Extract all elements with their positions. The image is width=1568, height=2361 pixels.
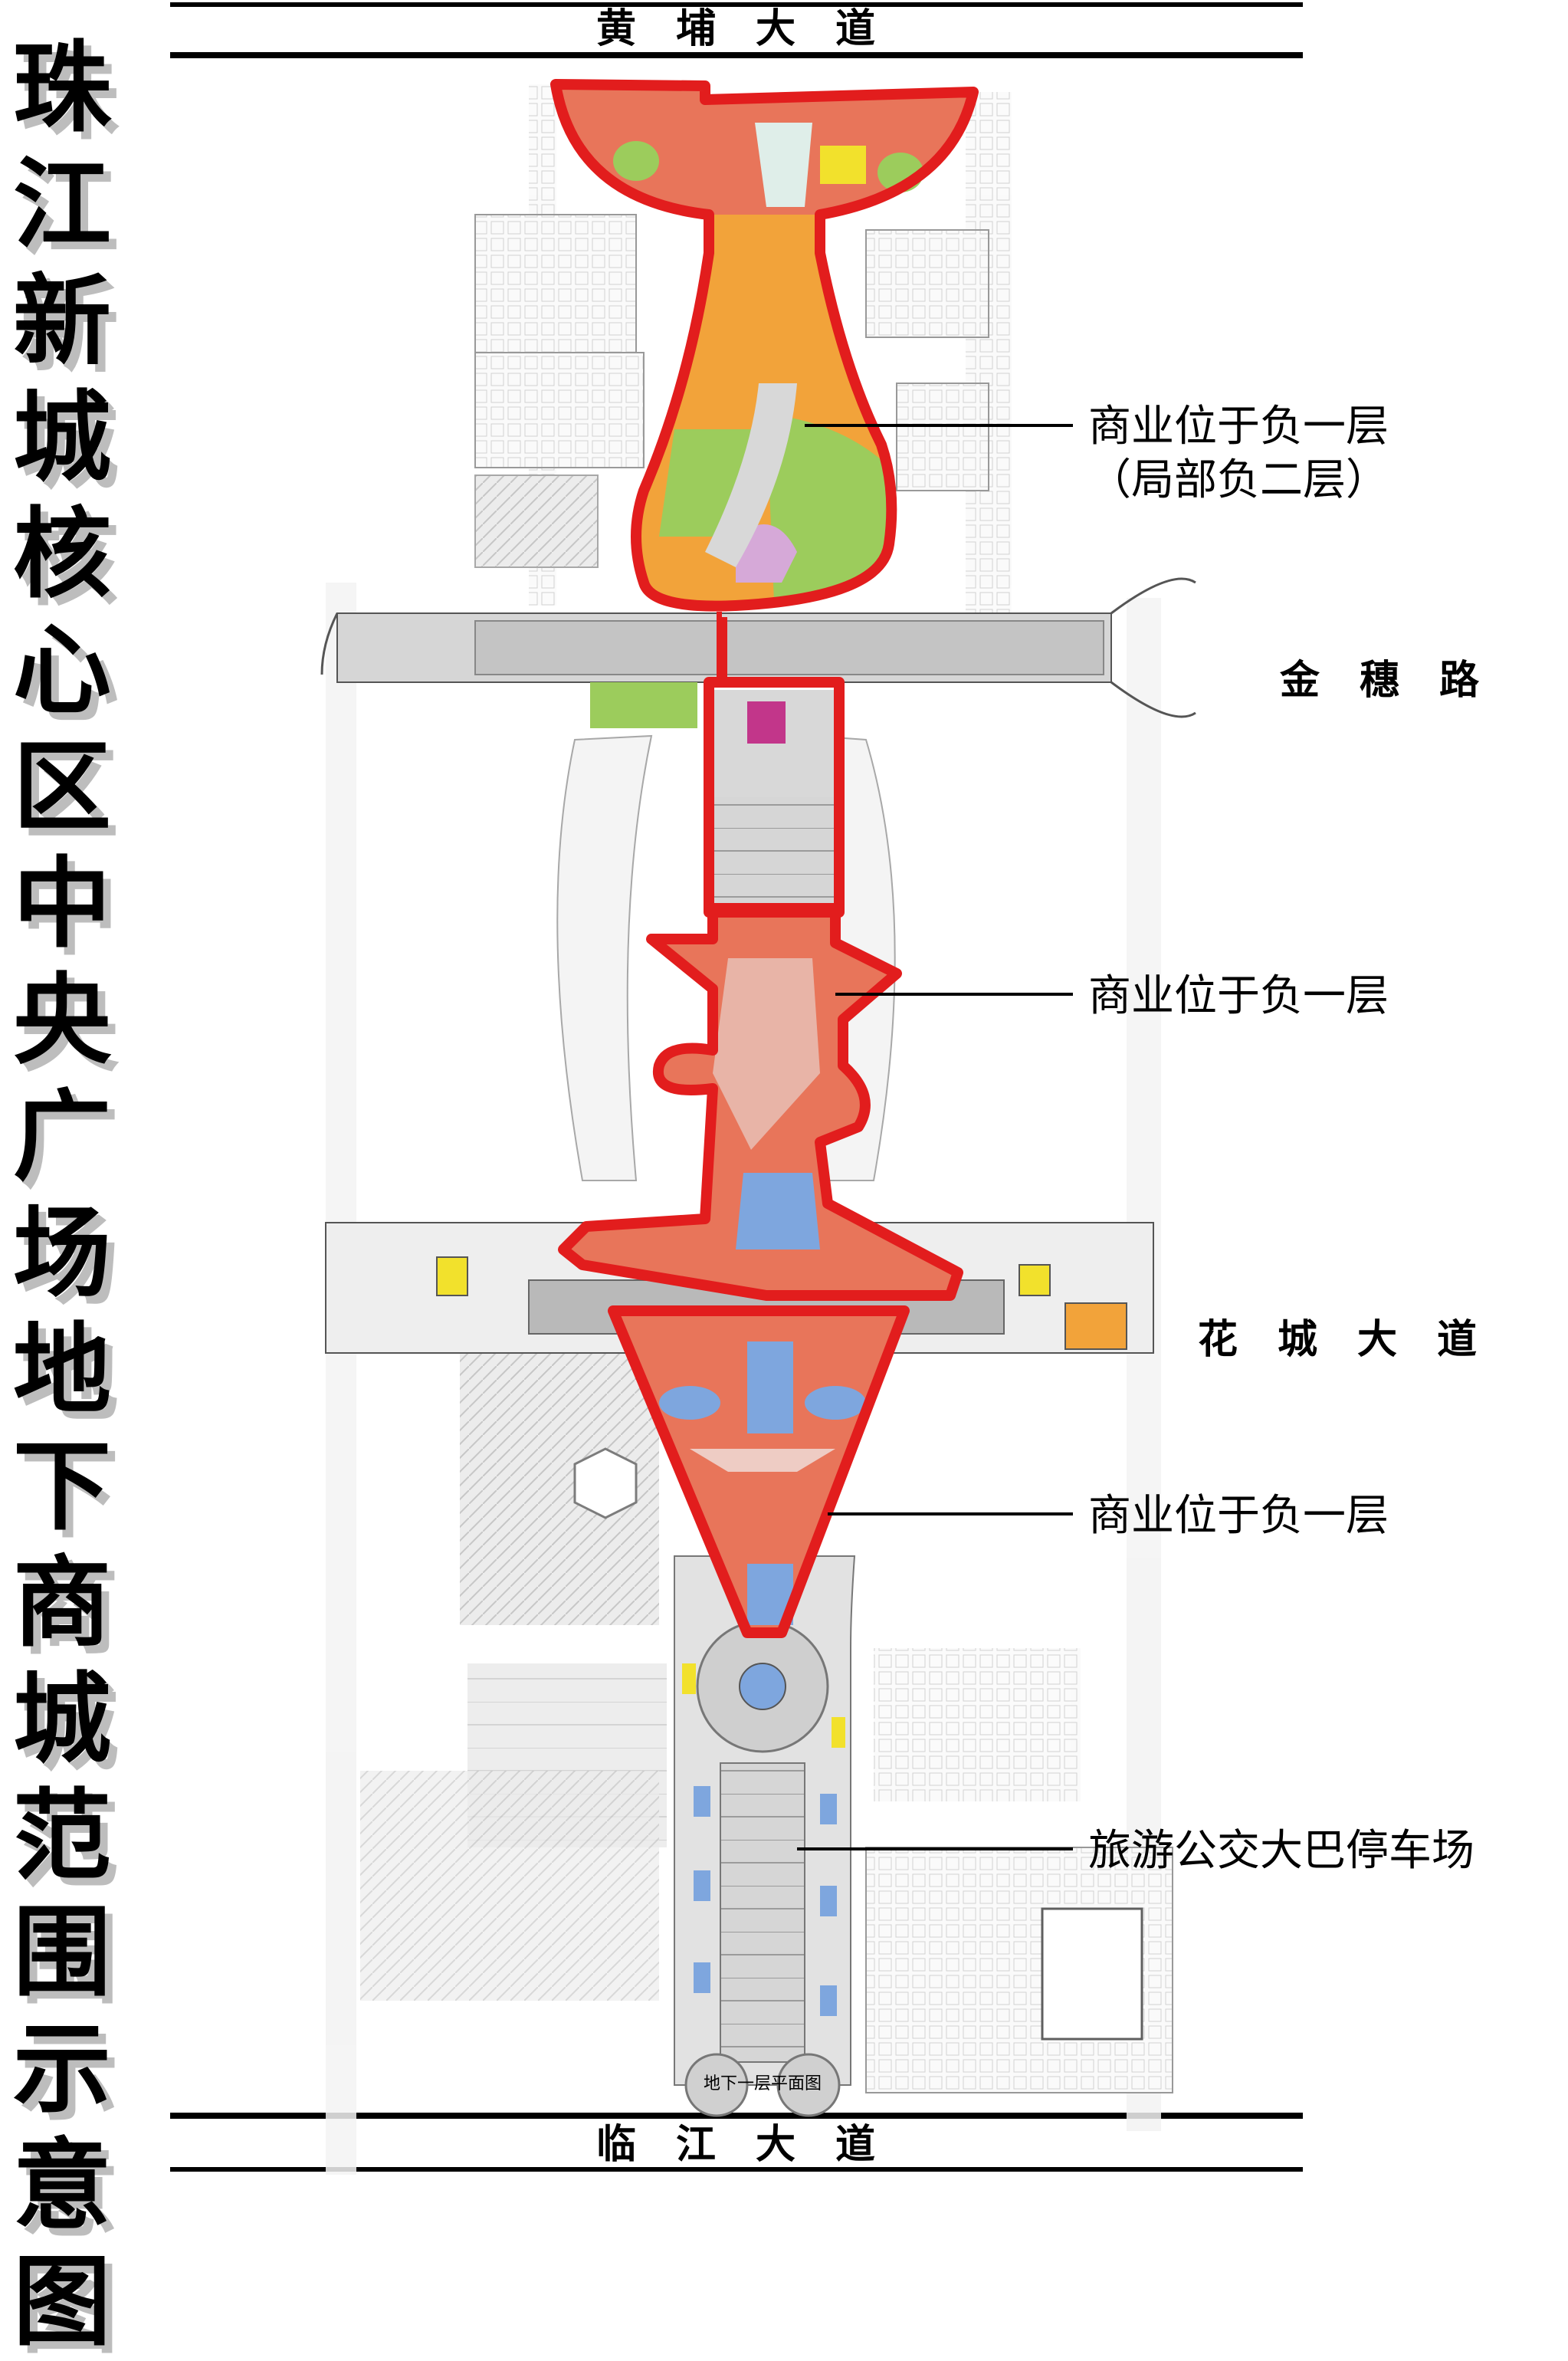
title-char: 城 (12, 1663, 111, 1777)
title-char: 珠 (12, 31, 111, 146)
callout-north-sub: （局部负二层） (1088, 455, 1389, 505)
background-blocks (326, 84, 1173, 2175)
title-char: 新 (12, 264, 111, 379)
title-char: 范 (12, 1779, 111, 1893)
road-lines (170, 2, 1303, 2172)
plan-caption: 地下一层平面图 (704, 2074, 822, 2093)
title-char: 广 (12, 1080, 111, 1194)
title-char: 城 (12, 381, 111, 495)
title-char: 核 (12, 497, 111, 612)
master-plan-diagram: 黄 埔 大 道 金 穗 路 花 城 大 道 临 江 大 道 商业位于负一层 （局… (170, 2, 1480, 2175)
title-char: 心 (12, 614, 111, 728)
callout-lines (797, 424, 1073, 1850)
road-label-jinsui: 金 穗 路 (1279, 657, 1480, 704)
title-char: 围 (12, 1896, 111, 2010)
bus-terminal (673, 1555, 856, 2117)
title-char: 意 (12, 2129, 111, 2243)
title-char: 地 (12, 1313, 111, 1427)
title-char: 下 (12, 1430, 111, 1544)
road-label-huacheng: 花 城 大 道 (1198, 1316, 1477, 1363)
title-char: 中 (12, 847, 111, 961)
title-char: 示 (12, 2012, 111, 2126)
callout-bus: 旅游公交大巴停车场 (1088, 1826, 1475, 1876)
title-char: 场 (12, 1197, 111, 1311)
title-char: 区 (12, 731, 111, 845)
commerce-boundary (550, 79, 979, 1638)
title-char: 商 (12, 1546, 111, 1660)
title-char: 江 (12, 148, 111, 262)
callout-middle: 商业位于负一层 (1088, 971, 1389, 1021)
callout-north: 商业位于负一层 (1088, 402, 1389, 452)
road-label-linjiang: 临 江 大 道 (596, 2121, 875, 2168)
title-char: 央 (12, 964, 111, 1078)
title-char: 图 (12, 2245, 111, 2359)
road-label-huangpu: 黄 埔 大 道 (596, 5, 875, 52)
callout-south: 商业位于负一层 (1088, 1491, 1389, 1541)
vertical-title: 珠江新城核心区中央广场地下商城范围示意图 (5, 31, 120, 2361)
